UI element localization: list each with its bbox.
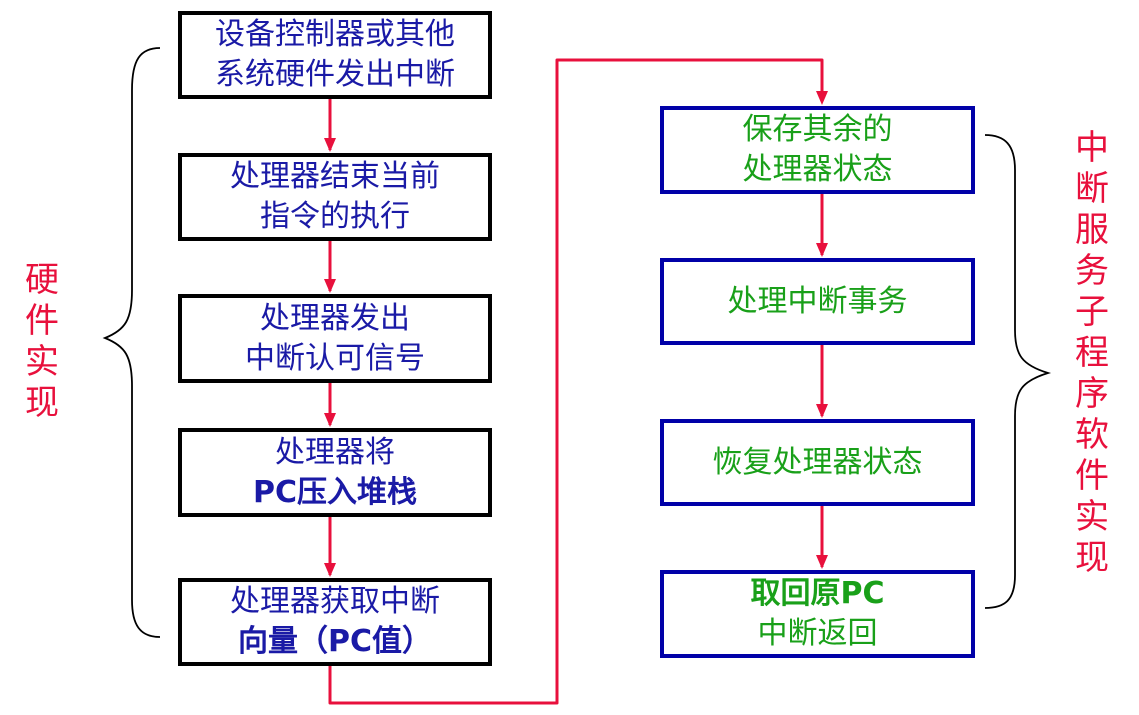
software-brace	[984, 134, 1052, 609]
software-implementation-label: 中断服务子程序软件实现	[1075, 128, 1109, 578]
step-text-line: 中断返回	[757, 616, 878, 651]
step-text-line: 取回原PC	[750, 576, 885, 611]
step-text-line: 保存其余的	[742, 112, 893, 147]
arrowhead-sw-1-2	[816, 243, 828, 257]
step-text-line: 处理器发出	[260, 300, 410, 336]
sw-step-save-state: 保存其余的 处理器状态	[660, 106, 975, 194]
step-text-line: 指令的执行	[260, 199, 410, 234]
sw-step-handle-interrupt: 处理中断事务	[660, 258, 975, 345]
arrowhead-hw-to-sw	[816, 91, 828, 105]
arrowhead-hw-2-3	[324, 279, 336, 293]
step-text-line: 向量（PC值）	[237, 624, 432, 659]
step-text-line: 处理器将	[275, 434, 395, 470]
sw-step-return: 取回原PC 中断返回	[660, 570, 975, 658]
step-text-line: 恢复处理器状态	[712, 444, 923, 480]
hw-step-fetch-vector: 处理器获取中断 向量（PC值）	[178, 578, 492, 666]
step-text-line: 中断认可信号	[245, 340, 425, 376]
sw-step-restore-state: 恢复处理器状态	[660, 419, 975, 506]
step-text-line: 处理器状态	[742, 152, 893, 187]
arrowhead-hw-4-5	[324, 563, 336, 577]
arrowhead-sw-2-3	[816, 404, 828, 418]
arrowhead-hw-1-2	[324, 138, 336, 152]
arrowhead-hw-3-4	[324, 413, 336, 427]
arrowhead-sw-3-4	[816, 555, 828, 569]
hw-step-finish-instruction: 处理器结束当前 指令的执行	[178, 153, 492, 241]
step-text-line: 设备控制器或其他	[215, 17, 455, 52]
step-text-line: 处理中断事务	[727, 283, 908, 319]
arrow-hw-to-sw	[328, 58, 824, 705]
step-text-line: 处理器获取中断	[230, 584, 440, 619]
hw-step-device-interrupt: 设备控制器或其他 系统硬件发出中断	[178, 11, 492, 99]
hardware-implementation-label: 硬件实现	[25, 260, 59, 423]
hw-step-push-pc: 处理器将 PC压入堆栈	[178, 428, 492, 517]
hw-step-ack-signal: 处理器发出 中断认可信号	[178, 294, 492, 383]
step-text-line: 系统硬件发出中断	[215, 57, 455, 92]
step-text-line: 处理器结束当前	[230, 159, 440, 194]
hardware-brace	[102, 47, 161, 638]
step-text-line: PC压入堆栈	[252, 474, 417, 510]
